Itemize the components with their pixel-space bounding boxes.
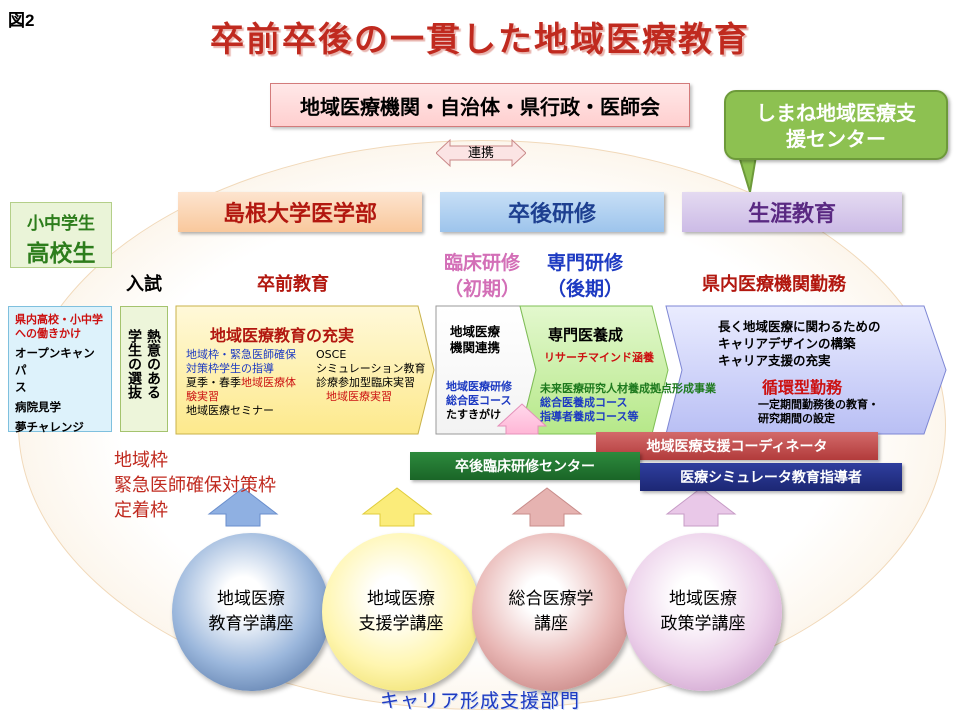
students-line-1: 小中学生 <box>27 214 95 234</box>
clinical-line-2: 機関連携 <box>450 340 501 355</box>
career-box-text: 長く地域医療に関わるための キャリアデザインの構築 キャリア支援の充実 <box>718 318 881 369</box>
chair-circle-support: 地域医療支援学講座 <box>322 533 480 691</box>
label-clinical-training: 臨床研修 （初期） <box>444 250 520 302</box>
ug-line-4: 験実習 <box>186 390 219 403</box>
undergraduate-arrow <box>175 305 435 435</box>
chair-2-line-2: 支援学講座 <box>358 614 444 634</box>
figure-label: 図2 <box>8 11 35 30</box>
callout-line-1: しまね地域医療支 <box>756 101 916 125</box>
quota-line-3: 定着枠 <box>114 500 168 521</box>
specialty-research-mind: リサーチマインド涵養 <box>544 351 654 364</box>
selection-column-2: 学生の選抜 <box>126 329 142 399</box>
coordinator-bar: 地域医療支援コーディネータ <box>596 432 878 460</box>
students-box: 小中学生 高校生 <box>10 202 112 268</box>
label-clinical-line-2: （初期） <box>444 278 521 300</box>
ug-right-3: 診療参加型臨床実習 <box>316 376 415 389</box>
postgrad-center-bar: 卒後臨床研修センター <box>410 452 640 480</box>
career-line-5: 研究期間の設定 <box>758 412 835 425</box>
career-period-text: 一定期間勤務後の教育・ 研究期間の設定 <box>758 398 879 426</box>
label-specialty-training: 専門研修 （後期） <box>547 250 623 302</box>
specialty-programs: 未来医療研究人材養成拠点形成事業 総合医養成コース 指導者養成コース等 <box>540 382 716 424</box>
outreach-heading: 県内高校・小中学 への働きかけ <box>15 313 105 341</box>
selection-column-1: 熱意のある <box>145 329 161 399</box>
specialty-blue-2: 指導者養成コース等 <box>540 410 639 423</box>
career-support-department: キャリア形成支援部門 <box>379 690 580 712</box>
clinical-box-text: 地域医療 機関連携 <box>450 324 500 356</box>
outreach-heading-line-1: 県内高校・小中学 <box>15 313 103 326</box>
ug-line-3b: 地域医療体 <box>241 376 296 389</box>
ug-blue-line-1: 地域枠・緊急医師確保 <box>186 348 296 361</box>
outreach-item-dream-challenge: 夢チャレンジ <box>15 420 84 434</box>
band-postgraduate-training: 卒後研修 <box>440 192 664 232</box>
quota-line-1: 地域枠 <box>114 450 168 471</box>
ug-right-4: 地域医療実習 <box>326 390 392 403</box>
ug-line-3: 夏季・春季地域医療体 <box>186 376 326 390</box>
rotation-work-label: 循環型勤務 <box>762 378 843 397</box>
specialty-green-program: 未来医療研究人材養成拠点形成事業 <box>540 382 716 395</box>
clinical-box-courses: 地域医療研修 総合医コース たすきがけ <box>446 380 512 422</box>
chair-arrow-2 <box>361 487 433 527</box>
label-clinical-line-1: 臨床研修 <box>444 252 521 274</box>
chair-circle-general-medicine: 総合医療学講座 <box>472 533 630 691</box>
label-specialty-line-2: （後期） <box>547 278 624 300</box>
chair-2-line-1: 地域医療 <box>367 589 435 609</box>
career-line-1: 長く地域医療に関わるための <box>718 319 881 334</box>
chair-4-line-1: 地域医療 <box>669 589 737 609</box>
specialty-blue-1: 総合医養成コース <box>540 396 628 409</box>
undergraduate-left-text: 地域枠・緊急医師確保 対策枠学生の指導 夏季・春季地域医療体 験実習 地域医療セ… <box>186 348 326 418</box>
chair-1-line-1: 地域医療 <box>217 589 285 609</box>
student-selection-box: 熱意のある 学生の選抜 <box>120 306 168 432</box>
outreach-item-open-campus: オープンキャンパ <box>15 346 95 377</box>
clinical-line-3: たすきがけ <box>446 408 501 421</box>
renkei-label: 連携 <box>467 146 494 161</box>
band-shimane-university: 島根大学医学部 <box>178 192 422 232</box>
specialty-heading: 専門医養成 <box>548 326 624 344</box>
label-in-prefecture-work: 県内医療機関勤務 <box>702 274 846 295</box>
chair-arrow-4 <box>665 487 737 527</box>
clinical-line-1: 地域医療 <box>450 324 501 339</box>
callout-line-2: 援センター <box>786 127 886 151</box>
career-line-2: キャリアデザインの構築 <box>718 336 856 351</box>
chair-circle-education: 地域医療教育学講座 <box>172 533 330 691</box>
shimane-center-callout: しまね地域医療支 援センター <box>724 90 948 160</box>
chair-3-line-2: 講座 <box>534 614 568 634</box>
renkei-double-arrow <box>436 138 526 168</box>
clinical-blue-2: 総合医コース <box>446 394 512 407</box>
chair-circle-policy: 地域医療政策学講座 <box>624 533 782 691</box>
ug-right-2: シミュレーション教育 <box>316 362 426 375</box>
chair-1-line-2: 教育学講座 <box>208 614 294 634</box>
chair-4-line-2: 政策学講座 <box>660 614 746 634</box>
label-specialty-line-1: 専門研修 <box>547 252 624 274</box>
ug-line-3a: 夏季・春季 <box>186 376 241 389</box>
outreach-item-open-campus-cont: ス <box>15 380 27 394</box>
simulator-instructor-bar: 医療シミュレータ教育指導者 <box>640 463 902 491</box>
chair-arrow-1 <box>207 487 279 527</box>
diagram-title: 卒前卒後の一貫した地域医療教育 <box>210 20 750 60</box>
chair-3-line-1: 総合医療学 <box>508 589 594 609</box>
career-line-4: 一定期間勤務後の教育・ <box>758 398 879 411</box>
outreach-box: 県内高校・小中学 への働きかけ オープンキャンパ ス 病院見学 夢チャレンジ <box>8 306 112 434</box>
undergraduate-right-text: OSCE シミュレーション教育 診療参加型臨床実習 地域医療実習 <box>316 348 436 404</box>
ug-line-5: 地域医療セミナー <box>186 404 274 417</box>
quota-line-2: 緊急医師確保対策枠 <box>114 475 276 496</box>
undergraduate-heading: 地域医療教育の充実 <box>210 326 355 345</box>
ug-right-1: OSCE <box>316 348 347 361</box>
outreach-item-hospital-visit: 病院見学 <box>15 400 61 414</box>
outreach-heading-line-2: への働きかけ <box>15 327 81 340</box>
quota-frames-text: 地域枠 緊急医師確保対策枠 定着枠 <box>114 448 276 523</box>
stakeholders-box: 地域医療機関・自治体・県行政・医師会 <box>270 83 690 127</box>
pink-up-arrow <box>496 403 548 435</box>
chair-arrow-3 <box>511 487 583 527</box>
label-undergraduate-education: 卒前教育 <box>257 274 329 295</box>
career-line-3: キャリア支援の充実 <box>718 353 831 368</box>
career-arrow <box>665 305 947 435</box>
clinical-blue-1: 地域医療研修 <box>446 380 512 393</box>
students-line-2: 高校生 <box>26 241 96 267</box>
band-lifelong-education: 生涯教育 <box>682 192 902 232</box>
ug-blue-line-2: 対策枠学生の指導 <box>186 362 274 375</box>
label-entrance-exam: 入試 <box>126 274 162 295</box>
